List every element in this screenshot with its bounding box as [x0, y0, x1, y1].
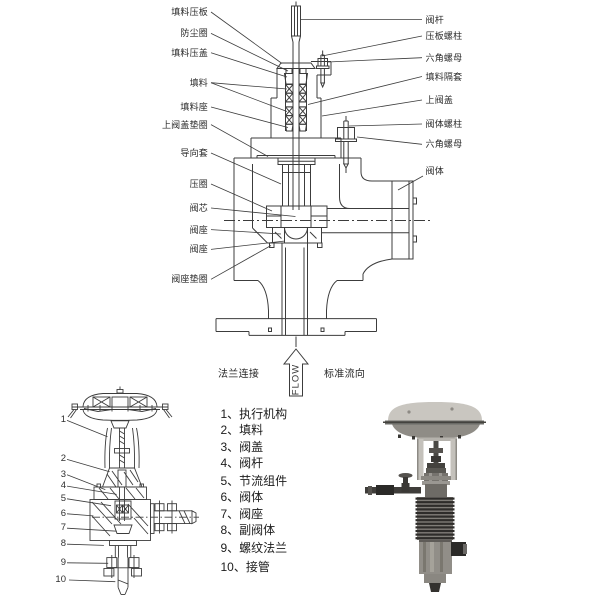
- parts-list-item: 3、阀盖: [220, 439, 264, 454]
- label-gland-stud: 压板螺柱: [425, 31, 463, 42]
- valve-photo: [365, 402, 486, 592]
- parts-list-item: 9、螺纹法兰: [220, 540, 288, 555]
- parts-list-item: 2、填料: [220, 423, 264, 438]
- figure2-number-5: 5: [60, 492, 66, 504]
- label-valve-seat-2: 阀座: [189, 244, 208, 255]
- label-dust-ring: 防尘圈: [180, 28, 208, 39]
- parts-list-item: 1、执行机构: [220, 406, 288, 421]
- label-valve-body: 阀体: [425, 165, 444, 176]
- label-packing-gland-plate: 填料压板: [171, 6, 208, 17]
- figure2-number-2: 2: [60, 453, 66, 465]
- label-hex-nut-2: 六角螺母: [425, 139, 463, 150]
- flow-arrow: [282, 348, 310, 397]
- label-packing-spacer: 填料隔套: [425, 71, 463, 82]
- label-packing-gland: 填料压盖: [171, 47, 208, 58]
- photo-fins: [415, 497, 455, 540]
- figure2-number-9: 9: [60, 556, 66, 568]
- figure2-number-7: 7: [60, 522, 66, 534]
- label-hex-nut-1: 六角螺母: [425, 52, 463, 63]
- figure2-number-6: 6: [60, 507, 66, 519]
- label-valve-stem: 阀杆: [425, 14, 444, 25]
- figure2-number-4: 4: [60, 480, 66, 492]
- right-leader-lines: [301, 19, 424, 191]
- flange-connection-caption: 法兰连接: [218, 368, 260, 380]
- label-body-stud: 阀体螺柱: [425, 119, 463, 130]
- parts-list-item: 8、副阀体: [220, 523, 276, 538]
- main-valve-drawing: [215, 1, 432, 347]
- parts-list-item: 7、阀座: [220, 506, 264, 521]
- parts-list-item: 10、接管: [220, 559, 270, 574]
- left-leader-lines: [210, 11, 296, 280]
- figure2-number-1: 1: [60, 414, 66, 426]
- packing-boxes: [285, 84, 307, 125]
- label-clamp-ring: 压圈: [189, 179, 208, 189]
- parts-list-item: 6、阀体: [220, 490, 264, 505]
- label-valve-plug: 阀芯: [189, 203, 208, 213]
- parts-list-item: 4、阀杆: [220, 456, 264, 471]
- standard-flow-caption: 标准流向: [324, 368, 366, 380]
- flow-arrow-text: FLOW: [290, 363, 302, 395]
- label-bonnet-gasket: 上阀盖垫圈: [161, 119, 208, 130]
- figure2-drawing: [67, 386, 199, 595]
- label-valve-seat-1: 阀座: [189, 224, 208, 235]
- label-packing: 填料: [189, 77, 208, 88]
- figure2-number-8: 8: [60, 538, 66, 550]
- figure2-number-3: 3: [60, 468, 66, 480]
- label-packing-seat: 填料座: [180, 102, 208, 112]
- label-upper-bonnet: 上阀盖: [425, 95, 454, 105]
- label-guide-sleeve: 导向套: [180, 148, 208, 158]
- label-seat-gasket: 阀座垫圈: [171, 274, 208, 285]
- figure2-leader-lines: [66, 420, 117, 583]
- parts-list-item: 5、节流组件: [220, 473, 288, 488]
- figure2-number-10: 10: [55, 574, 66, 585]
